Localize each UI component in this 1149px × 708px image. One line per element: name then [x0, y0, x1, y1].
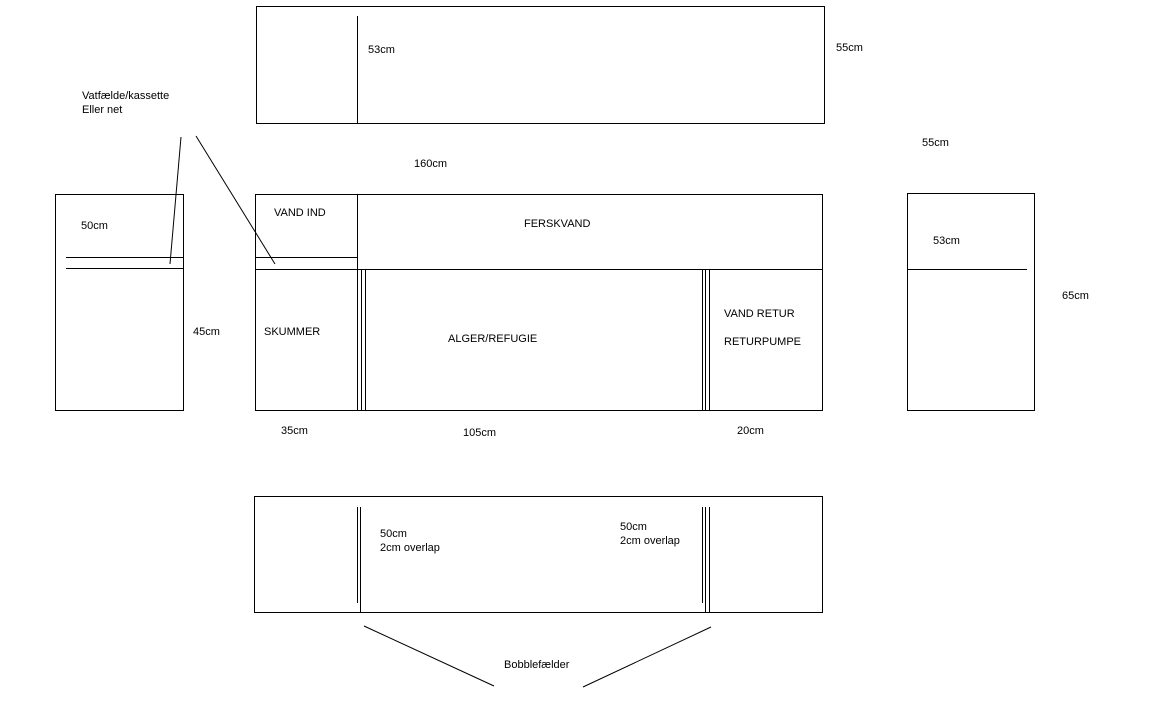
top-view-width-label: 55cm [836, 42, 863, 54]
water-return-label: VAND RETUR [724, 308, 795, 320]
filter-callout-line2: Eller net [82, 104, 122, 116]
skimmer-label: SKUMMER [264, 326, 320, 338]
refugium-width-label: 105cm [463, 427, 496, 439]
return-width-label: 20cm [737, 425, 764, 437]
bubble-trap-leader-right [582, 626, 712, 688]
right-side-height-label: 53cm [933, 235, 960, 247]
right-side-view: 55cm 53cm 65cm [907, 137, 1089, 411]
fresh-water-label: FERSKVAND [524, 218, 590, 230]
callout-leader-left [169, 136, 182, 265]
water-in-label: VAND IND [274, 207, 326, 219]
callout-leader-right [195, 135, 276, 265]
left-side-view: Vatfælde/kassette Eller net 50cm 45cm [55, 90, 220, 411]
overall-length-label: 160cm [414, 158, 447, 170]
left-side-height-label: 50cm [81, 220, 108, 232]
refugium-label: ALGER/REFUGIE [448, 333, 537, 345]
right-trap-overlap-label: 2cm overlap [620, 535, 680, 547]
skimmer-width-label: 35cm [281, 425, 308, 437]
bubble-trap-leader-left [363, 625, 495, 687]
front-view-outline [255, 194, 823, 411]
left-side-outline [55, 194, 184, 411]
bottom-view-outline [254, 496, 823, 613]
left-trap-height-label: 50cm [380, 528, 407, 540]
top-view-depth-label: 53cm [368, 44, 395, 56]
return-pump-label: RETURPUMPE [724, 336, 801, 348]
right-trap-height-label: 50cm [620, 521, 647, 533]
right-side-width-label: 55cm [922, 137, 949, 149]
right-side-outline [907, 193, 1035, 411]
bottom-view: 50cm 2cm overlap 50cm 2cm overlap [254, 496, 823, 613]
right-side-depth-label: 65cm [1062, 290, 1089, 302]
top-view-outline [256, 6, 825, 124]
top-view: 53cm 55cm [256, 6, 863, 124]
filter-callout-line1: Vatfælde/kassette [82, 90, 169, 102]
front-view: VAND IND FERSKVAND SKUMMER ALGER/REFUGIE… [255, 194, 823, 439]
left-trap-overlap-label: 2cm overlap [380, 542, 440, 554]
left-side-depth-label: 45cm [193, 326, 220, 338]
bubble-trap-label: Bobblefælder [504, 659, 570, 671]
